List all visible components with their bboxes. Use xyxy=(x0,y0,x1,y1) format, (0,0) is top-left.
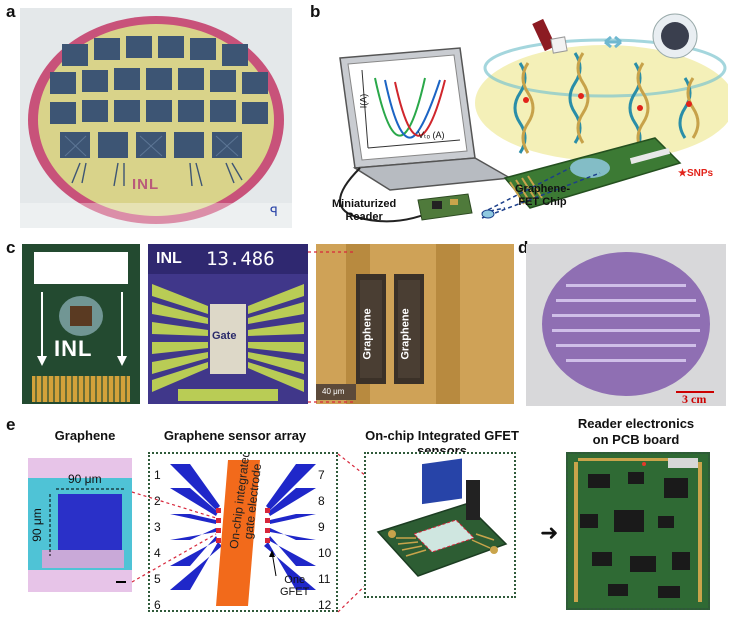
reader-label-line2: Reader xyxy=(345,211,383,223)
snps-label: ★SNPs xyxy=(678,168,714,179)
graphene-micrograph: Graphene Graphene 40 μm xyxy=(316,244,514,404)
title-reader-line1: Reader electronics xyxy=(577,416,695,431)
counter-readout: 13.486 xyxy=(206,248,275,270)
graphene-square-photo: 90 μm 90 μm xyxy=(28,458,132,592)
pad-number: 2 xyxy=(154,494,161,508)
pad-number: 1 xyxy=(154,468,161,482)
plot-x-label: Vₜₒ (A) xyxy=(418,130,445,140)
panel-label-a: a xyxy=(6,2,16,21)
pad-number: 5 xyxy=(154,572,161,586)
title-reader-line2: on PCB board xyxy=(592,432,680,447)
pad-number: 3 xyxy=(154,520,161,534)
pad-number: 12 xyxy=(318,598,332,612)
inl-logo-a: INL xyxy=(132,176,160,193)
one-gfet-line2: GFET xyxy=(280,586,310,598)
reader-label: Miniaturized Reader xyxy=(332,198,396,224)
dim-horizontal: 90 μm xyxy=(68,472,102,486)
title-graphene: Graphene xyxy=(54,428,116,443)
pad-number: 10 xyxy=(318,546,332,560)
pad-number: 11 xyxy=(318,572,331,586)
pad-number: 9 xyxy=(318,520,325,534)
gate-label: Gate xyxy=(212,330,237,342)
setup-illustration-b: Vₜₒ (A) I(A) Miniaturized Reader Graphen… xyxy=(300,8,728,233)
pad-number: 7 xyxy=(318,468,325,482)
wafer-photo-d: 3 cm xyxy=(526,244,726,406)
handwritten-mark: ꟼ xyxy=(270,204,278,219)
chip-label-line1: Graphene- xyxy=(515,183,571,195)
reader-label-line1: Miniaturized xyxy=(332,198,397,210)
pad-number: 6 xyxy=(154,598,161,612)
pad-number: 8 xyxy=(318,494,325,508)
chip-label-line2: FET Chip xyxy=(518,196,567,208)
panel-label-b: b xyxy=(310,2,321,21)
one-gfet-line1: One xyxy=(284,574,306,586)
panel-label-c: c xyxy=(6,238,16,257)
reader-pcb-photo xyxy=(566,452,710,610)
panel-label-e: e xyxy=(6,415,16,434)
inl-logo-card: INL xyxy=(54,336,93,361)
onchip-gfet-photo xyxy=(364,452,516,598)
title-sensor-array: Graphene sensor array xyxy=(163,428,307,443)
electrode-micrograph: INL 13.486 Gate xyxy=(148,244,308,404)
panel-label-d: d xyxy=(518,238,529,257)
arrow-right-icon: ➜ xyxy=(540,520,559,545)
scale-bar-d: 3 cm xyxy=(682,392,707,406)
scale-bar-c: 40 μm xyxy=(322,387,345,396)
chip-label: Graphene- FET Chip xyxy=(515,183,570,209)
wafer-photo-a: INL ꟼ xyxy=(20,8,292,228)
sensor-array-schematic: On-chip integrated gate electrode One GF… xyxy=(148,452,338,612)
title-reader: Reader electronics on PCB board xyxy=(566,416,706,448)
one-gfet-label: One GFET xyxy=(280,574,309,598)
pad-number: 4 xyxy=(154,546,161,560)
chip-card-photo: INL xyxy=(22,244,140,404)
right-pad-numbers: 7 8 9 10 11 12 xyxy=(318,462,332,612)
left-pad-numbers: 1 2 3 4 5 6 xyxy=(154,462,161,612)
inl-logo-micro: INL xyxy=(156,250,182,267)
